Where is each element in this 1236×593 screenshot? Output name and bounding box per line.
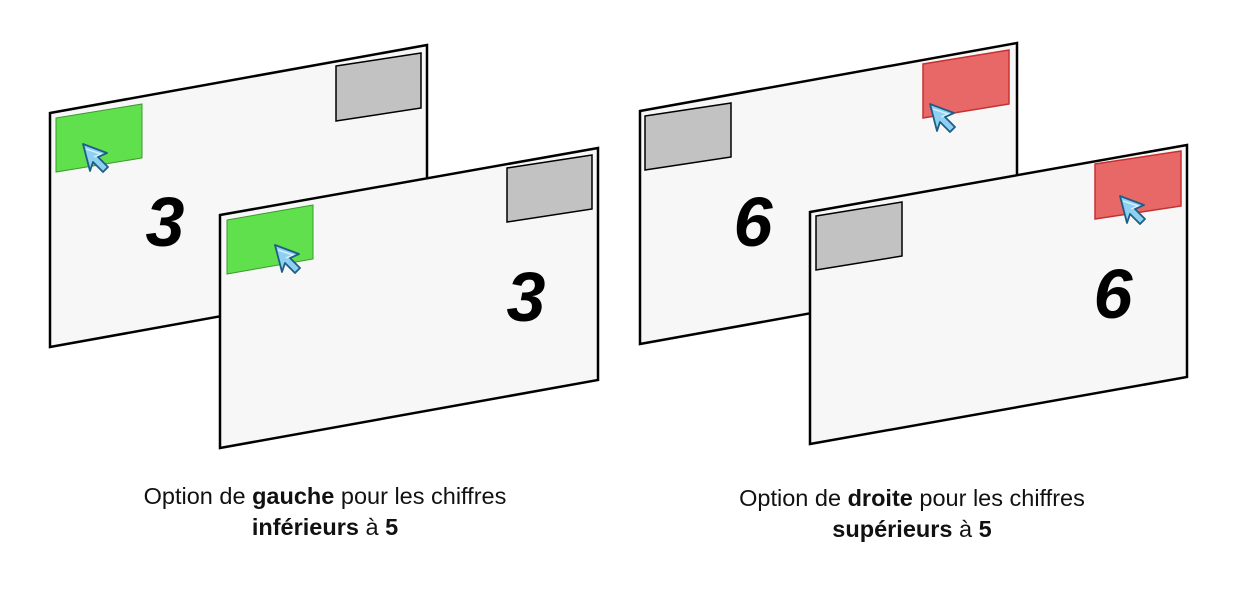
caption-bold-text: inférieurs (251, 513, 359, 540)
right-example-group: 6 6 (638, 41, 1189, 446)
left-front-digit: 3 (507, 258, 546, 336)
right-front-highlight-button (1094, 150, 1182, 220)
left-back-digit: 3 (146, 183, 185, 261)
right-front-neutral-button (815, 201, 903, 271)
left-caption-line1: Option de gauche pour les chiffres (45, 481, 605, 512)
left-front-neutral-button (506, 154, 593, 223)
left-caption-line2: inférieurs à 5 (45, 512, 605, 543)
caption-bold-text: supérieurs (832, 515, 953, 542)
right-caption-line1: Option de droite pour les chiffres (632, 483, 1192, 514)
left-example-group: 3 3 (48, 43, 600, 450)
right-back-neutral-button (644, 102, 732, 171)
left-front-screen: 3 (218, 146, 600, 450)
caption-text: Option de (739, 485, 848, 511)
caption-bold-text: droite (847, 485, 913, 511)
caption-bold-text: gauche (252, 483, 335, 509)
right-front-screen: 6 (808, 143, 1189, 446)
right-back-digit: 6 (734, 183, 774, 261)
left-caption: Option de gauche pour les chiffres infér… (45, 481, 605, 542)
caption-bold-text: 5 (978, 515, 992, 542)
right-back-highlight-button (922, 49, 1010, 119)
right-front-digit: 6 (1094, 255, 1134, 333)
caption-text: à (358, 513, 386, 540)
caption-bold-text: 5 (385, 513, 399, 540)
right-caption: Option de droite pour les chiffres supér… (632, 483, 1192, 544)
caption-text: Option de (143, 483, 253, 509)
right-caption-line2: supérieurs à 5 (632, 514, 1192, 545)
caption-text: pour les chiffres (912, 485, 1085, 511)
caption-text: pour les chiffres (334, 483, 507, 509)
left-back-neutral-button (335, 52, 422, 122)
caption-text: à (952, 515, 979, 542)
left-back-highlight-button (55, 103, 143, 173)
